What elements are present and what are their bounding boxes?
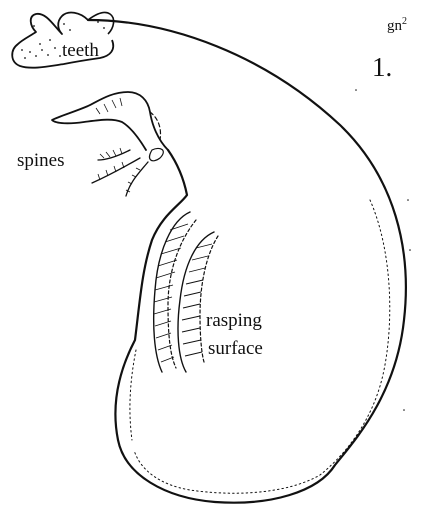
label-surface: surface [208, 338, 263, 360]
label-rasping: rasping [206, 310, 262, 332]
label-spines: spines [17, 150, 65, 172]
label-gn: gn2 [387, 16, 407, 35]
figure-number: 1. [372, 52, 392, 83]
label-teeth: teeth [62, 40, 99, 62]
label-gn-superscript: 2 [402, 16, 407, 27]
rasping-striations [154, 224, 212, 362]
label-gn-text: gn [387, 18, 402, 34]
spine-process [52, 92, 168, 196]
